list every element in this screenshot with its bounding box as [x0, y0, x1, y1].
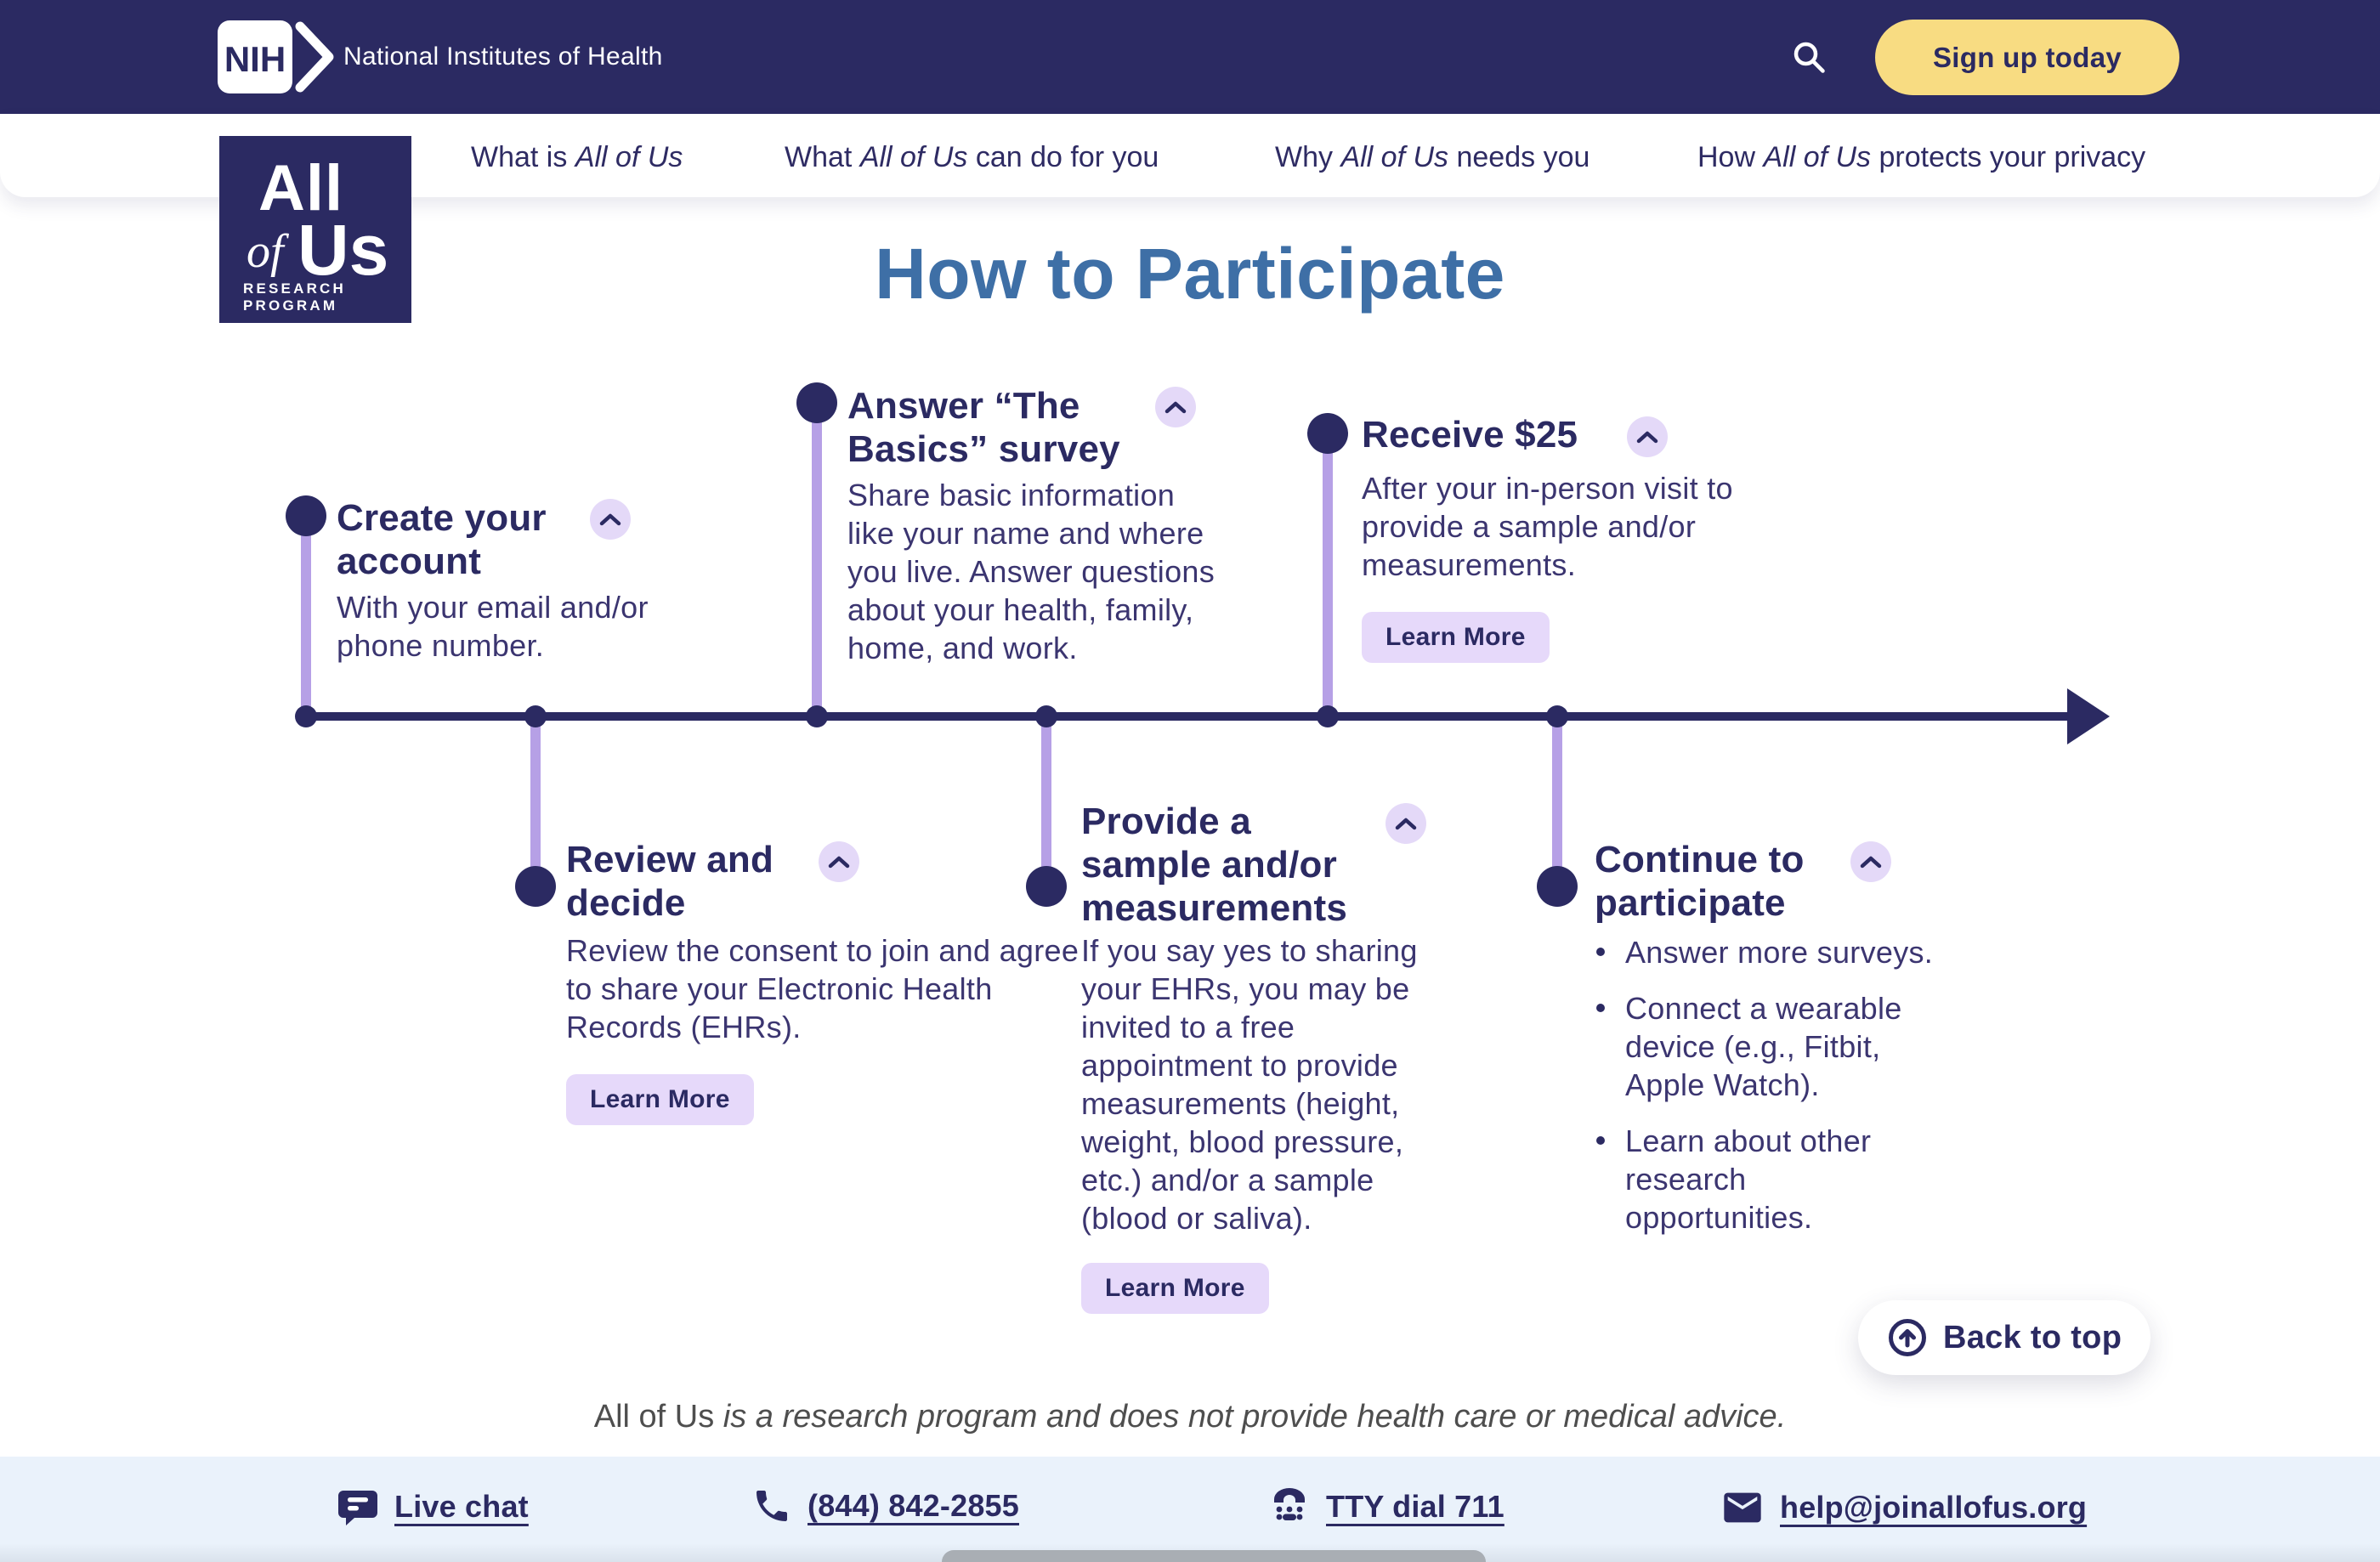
nih-logo-text: NIH — [224, 39, 286, 79]
step-bullets-continue: Answer more surveys. Connect a wearable … — [1595, 933, 1935, 1254]
logo-of: of — [246, 225, 284, 278]
chevron-up-icon — [1636, 431, 1658, 444]
step-dot — [515, 866, 556, 907]
step-title-continue: Continue to participate — [1595, 839, 1805, 925]
tty-link[interactable]: TTY dial 711 — [1268, 1486, 1504, 1528]
email-link[interactable]: help@joinallofus.org — [1720, 1486, 2087, 1530]
timeline-connector — [1041, 716, 1051, 886]
step-dot — [796, 382, 837, 423]
nih-logo-icon: NIH — [218, 20, 334, 93]
step-title-provide-sample: Provide a sample and/or measurements — [1081, 801, 1347, 930]
bullet-item: Answer more surveys. — [1595, 933, 1935, 971]
sign-up-button[interactable]: Sign up today — [1875, 20, 2179, 95]
nih-title: National Institutes of Health — [343, 42, 663, 71]
page-title: How to Participate — [875, 234, 1505, 314]
bullet-item: Learn about other research opportunities… — [1595, 1122, 1935, 1237]
step-body-basics-survey: Share basic information like your name a… — [847, 478, 1216, 665]
step-dot — [1307, 413, 1348, 454]
step-body-provide-sample: If you say yes to sharing your EHRs, you… — [1081, 933, 1418, 1236]
bullet-dot — [1596, 948, 1605, 956]
chat-icon — [338, 1491, 377, 1525]
step-title-basics-survey: Answer “The Basics” survey — [847, 385, 1120, 471]
step-dot — [1026, 866, 1067, 907]
timeline-connector — [1552, 716, 1562, 886]
timeline-tick-dot — [1317, 705, 1339, 727]
phone-link[interactable]: (844) 842-2855 — [751, 1486, 1019, 1526]
learn-more-button-receive-25[interactable]: Learn More — [1362, 612, 1550, 663]
back-to-top-label: Back to top — [1943, 1319, 2122, 1355]
all-of-us-logo[interactable]: All of Us RESEARCH PROGRAM — [219, 136, 411, 323]
nav-item-what-is[interactable]: What is All of Us — [471, 141, 683, 173]
chevron-up-icon — [1395, 818, 1417, 830]
chevron-up-icon — [1860, 856, 1882, 869]
nav-item-privacy[interactable]: How All of Us protects your privacy — [1697, 141, 2146, 173]
step-body-review-decide: Review the consent to join and agree to … — [566, 933, 1080, 1044]
learn-more-button-review-decide[interactable]: Learn More — [566, 1074, 754, 1125]
timeline-connector — [301, 516, 311, 716]
collapse-toggle-create-account[interactable] — [590, 499, 631, 540]
timeline-tick-dot — [295, 705, 317, 727]
step-body-create-account: With your email and/or phone number. — [337, 590, 649, 663]
tty-icon — [1274, 1488, 1305, 1520]
timeline-axis — [303, 712, 2072, 721]
collapse-toggle-basics-survey[interactable] — [1155, 387, 1196, 427]
logo-research-program: RESEARCH PROGRAM — [243, 280, 347, 314]
bullet-item: Connect a wearable device (e.g., Fitbit,… — [1595, 989, 1935, 1104]
back-to-top-button[interactable]: Back to top — [1858, 1300, 2151, 1375]
search-icon — [1794, 42, 1825, 73]
live-chat-link[interactable]: Live chat — [337, 1486, 529, 1528]
phone-icon — [756, 1491, 787, 1521]
logo-all: All — [258, 152, 344, 224]
chevron-up-icon — [599, 513, 621, 526]
learn-more-button-provide-sample[interactable]: Learn More — [1081, 1263, 1269, 1314]
timeline-arrow — [2067, 688, 2110, 744]
timeline-tick-dot — [806, 705, 828, 727]
timeline-connector — [530, 716, 541, 886]
timeline-connector — [812, 403, 822, 716]
logo-us: Us — [298, 210, 389, 290]
step-title-receive-25: Receive $25 — [1362, 414, 1578, 456]
collapse-toggle-continue[interactable] — [1850, 841, 1891, 882]
nav-item-can-do[interactable]: What All of Us can do for you — [785, 141, 1159, 173]
bullet-dot — [1596, 1136, 1605, 1145]
top-header-bar: NIH National Institutes of Health Sign u… — [0, 0, 2380, 114]
timeline-tick-dot — [1546, 705, 1568, 727]
chevron-up-icon — [1164, 401, 1187, 414]
envelope-icon — [1724, 1492, 1761, 1523]
bottom-overlay-bar — [942, 1550, 1486, 1562]
nih-logo[interactable]: NIH — [218, 20, 337, 93]
timeline-tick-dot — [1035, 705, 1057, 727]
step-dot — [1537, 866, 1578, 907]
collapse-toggle-receive-25[interactable] — [1627, 416, 1668, 457]
collapse-toggle-provide-sample[interactable] — [1386, 803, 1426, 844]
nav-item-needs-you[interactable]: Why All of Us needs you — [1275, 141, 1590, 173]
step-title-review-decide: Review and decide — [566, 839, 774, 925]
step-title-create-account: Create your account — [337, 497, 547, 583]
bullet-dot — [1596, 1004, 1605, 1012]
step-body-receive-25: After your in-person visit to provide a … — [1362, 471, 1733, 582]
arrow-up-circle-icon — [1889, 1319, 1926, 1356]
disclaimer-text: All of Us is a research program and does… — [593, 1399, 1787, 1435]
timeline-tick-dot — [524, 705, 547, 727]
step-dot — [286, 495, 326, 536]
collapse-toggle-review-decide[interactable] — [819, 841, 859, 882]
chevron-up-icon — [828, 856, 850, 869]
search-button[interactable] — [1790, 39, 1828, 76]
timeline-connector — [1323, 433, 1333, 716]
